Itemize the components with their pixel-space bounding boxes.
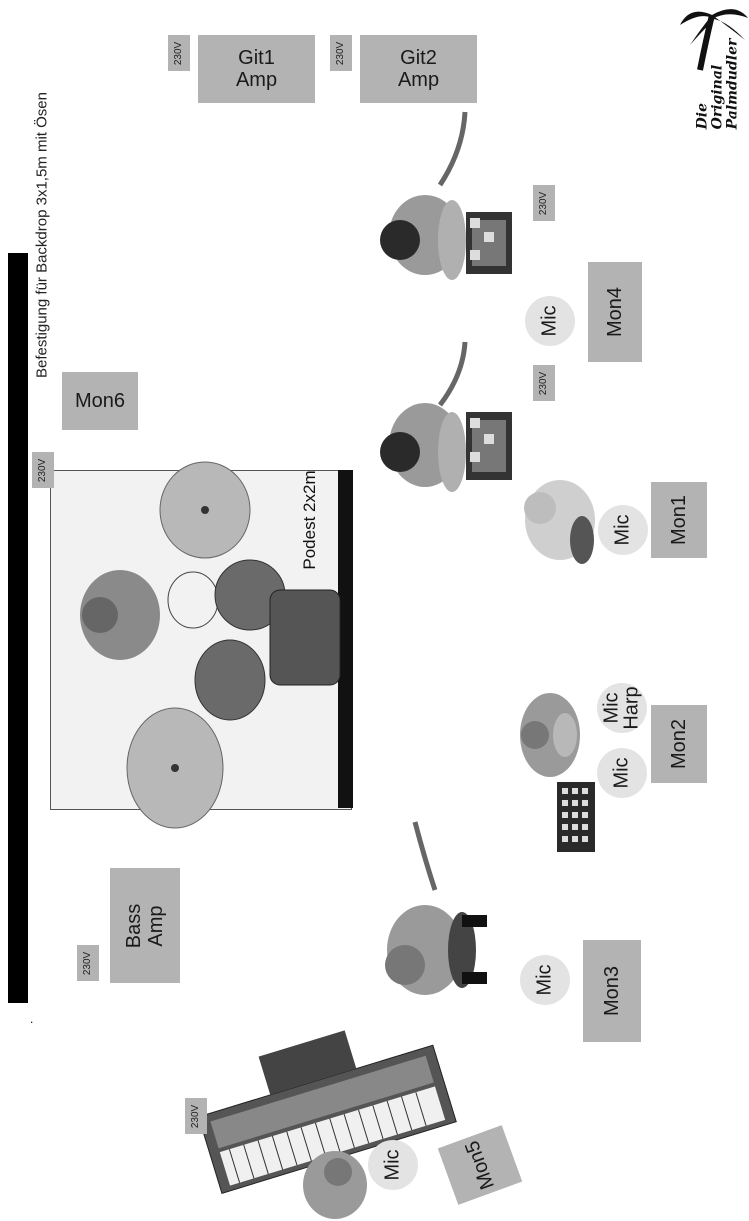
power-badge-drums: 230V: [32, 452, 54, 488]
power-badge-guitar-middle: 230V: [533, 365, 555, 401]
monitor-mon1: Mon1: [651, 482, 707, 558]
mic-mon5: Mic: [368, 1140, 418, 1190]
guitarist-top-figure: [380, 111, 512, 280]
monitor-mon4: Mon4: [588, 262, 642, 362]
git1-amp-box: Git1 Amp: [198, 35, 315, 103]
mic-mon2: Mic: [597, 748, 647, 798]
mic-mon3: Mic: [520, 955, 570, 1005]
power-badge-guitar-top: 230V: [533, 185, 555, 221]
bass-amp-box: Bass Amp: [110, 868, 180, 983]
keyboard-instrument: [197, 1030, 457, 1194]
power-badge-git2: 230V: [330, 35, 352, 71]
singer-mon1-figure: [524, 480, 595, 564]
power-badge-git1: 230V: [168, 35, 190, 71]
power-badge-bass: 230V: [77, 945, 99, 981]
monitor-mon6: Mon6: [62, 372, 138, 430]
marker-dot: .: [30, 1012, 34, 1026]
guitarist-middle-figure: [380, 341, 512, 492]
mic-mon1: Mic: [598, 505, 648, 555]
mic-harp: Mic Harp: [597, 683, 647, 733]
git2-amp-box: Git2 Amp: [360, 35, 477, 103]
mic-mon4: Mic: [525, 296, 575, 346]
accordion-icon: [557, 782, 595, 852]
bass-player-figure: [385, 821, 487, 995]
drum-kit-icon: [80, 461, 341, 829]
palm-tree-icon: [680, 9, 748, 71]
keyboard-player-figure: [303, 1151, 367, 1219]
monitor-mon2: Mon2: [651, 705, 707, 783]
backdrop-bar: [8, 253, 28, 1003]
podest-label: Podest 2x2m: [300, 470, 319, 570]
power-badge-keys: 230V: [185, 1098, 207, 1134]
harp-singer-figure: [520, 693, 580, 777]
monitor-mon3: Mon3: [583, 940, 641, 1042]
podest-rail: [338, 470, 353, 808]
